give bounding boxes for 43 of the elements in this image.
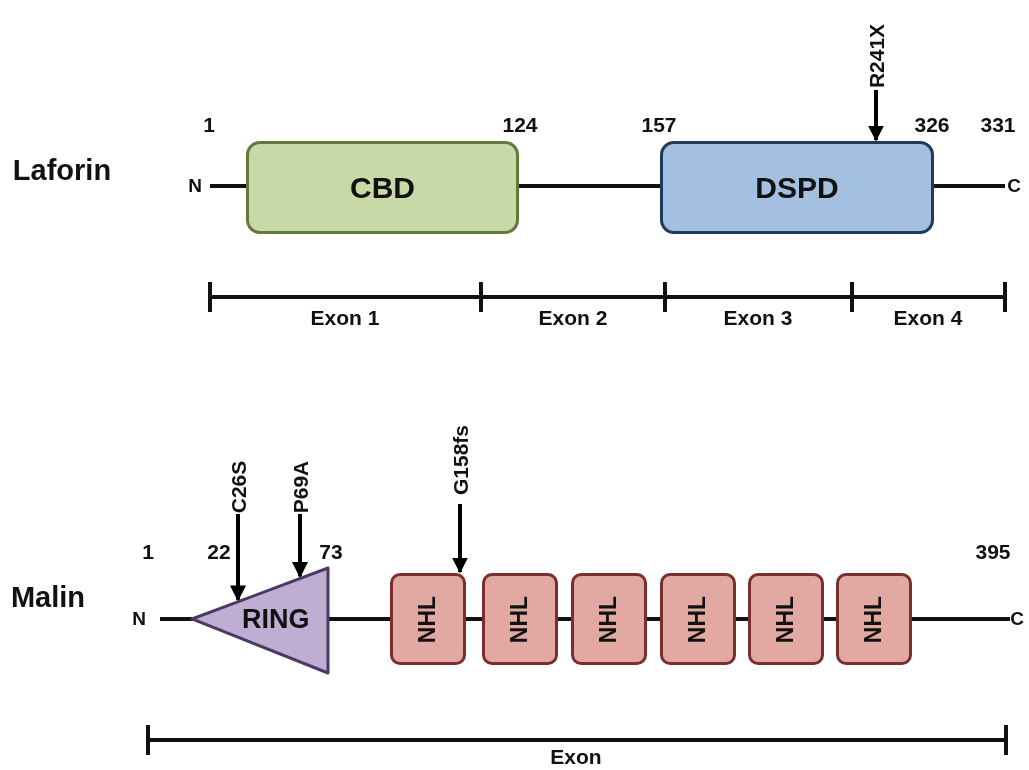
position-number: 22 — [207, 541, 231, 562]
arrow — [230, 514, 246, 602]
domain-label: NHL — [862, 595, 886, 643]
terminus-label: N — [188, 176, 202, 195]
nhl-domain-box — [748, 573, 824, 665]
domain-label: CBD — [350, 170, 415, 205]
domain-label: NHL — [416, 595, 440, 643]
protein-name: Malin — [10, 583, 86, 612]
position-number: 395 — [975, 541, 1011, 562]
nhl-domain-box — [836, 573, 912, 665]
protein-name: Laforin — [12, 156, 112, 185]
position-number: 1 — [203, 114, 215, 135]
domain-label: NHL — [774, 595, 798, 643]
exon-label: Exon — [550, 746, 602, 767]
domain-label: RING — [242, 606, 310, 633]
position-number: 326 — [914, 114, 950, 135]
terminus-label: C — [1010, 609, 1024, 628]
domain-label: NHL — [686, 595, 710, 643]
domain-label: DSPD — [755, 170, 839, 205]
exon-label: Exon 3 — [723, 307, 793, 328]
domain-box — [660, 141, 934, 234]
position-number: 331 — [980, 114, 1016, 135]
mutation-label: G158fs — [447, 420, 473, 500]
domain-box — [246, 141, 519, 234]
position-number: 157 — [641, 114, 677, 135]
nhl-domain-box — [571, 573, 647, 665]
terminus-label: N — [132, 609, 146, 628]
nhl-domain-box — [390, 573, 466, 665]
mutation-label: R241X — [862, 26, 890, 86]
nhl-domain-box — [482, 573, 558, 665]
exon-label: Exon 2 — [538, 307, 608, 328]
terminus-label: C — [1007, 176, 1021, 195]
nhl-domain-box — [660, 573, 736, 665]
exon-label: Exon 1 — [310, 307, 380, 328]
arrow — [292, 514, 308, 578]
exon-label: Exon 4 — [893, 307, 963, 328]
position-number: 124 — [502, 114, 538, 135]
arrow — [452, 504, 468, 574]
position-number: 73 — [319, 541, 343, 562]
position-number: 1 — [142, 541, 154, 562]
domain-label: NHL — [508, 595, 532, 643]
arrow — [868, 90, 884, 142]
domain-label: NHL — [597, 595, 621, 643]
